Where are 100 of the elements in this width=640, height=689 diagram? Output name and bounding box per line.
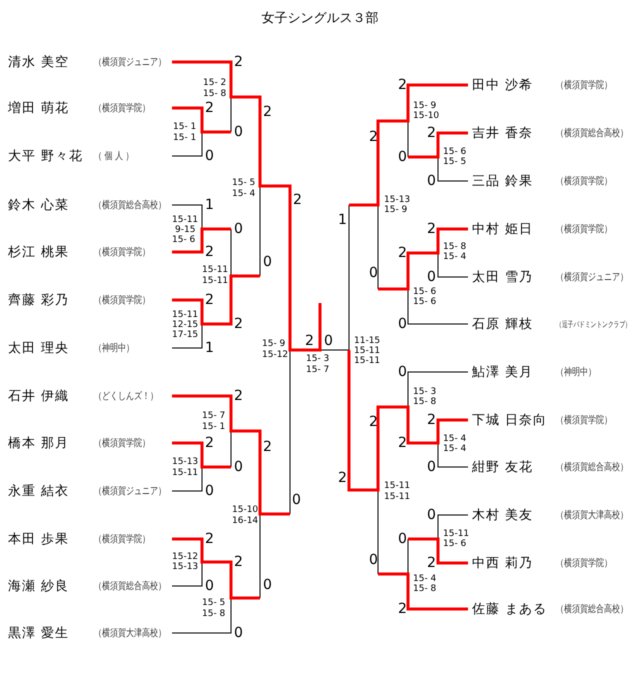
game-score: 15-11: [202, 276, 228, 286]
player-name: 佐藤 まある: [472, 601, 548, 618]
match-score: 2: [427, 413, 436, 427]
club-name: （横須賀大津高校）: [94, 626, 166, 640]
match-score: 2: [427, 126, 436, 140]
club-name: （横須賀学院）: [94, 532, 150, 546]
player-name: 中村 姫日: [472, 221, 534, 238]
match-score: 2: [398, 78, 407, 92]
match-score: 0: [205, 579, 214, 593]
club-name: （横須賀学院）: [94, 246, 150, 259]
match-score: 0: [398, 532, 407, 546]
game-score: 15- 9: [384, 206, 408, 214]
game-score: 15-11: [354, 346, 380, 356]
club-name: （横須賀学院）: [556, 174, 612, 188]
game-score: 15- 2: [203, 78, 226, 88]
club-name: （神明中）: [94, 342, 134, 355]
match-score: 2: [234, 555, 243, 569]
game-score: 15- 6: [413, 288, 436, 296]
match-score: 2: [205, 293, 214, 307]
game-score: 12-15: [172, 320, 198, 330]
game-score: 15-13: [172, 562, 198, 572]
game-score: 15- 4: [232, 190, 256, 198]
game-score: 15-11: [172, 468, 198, 478]
match-score: 2: [398, 246, 407, 260]
game-score: 15-12: [262, 350, 288, 360]
player-name: 清水 美空: [8, 54, 70, 71]
club-name: （神明中）: [556, 366, 596, 379]
club-name: （横須賀総合高校）: [556, 126, 628, 140]
match-score: 2: [234, 389, 243, 403]
game-score: 11-15: [354, 336, 380, 346]
game-score: 15-10: [413, 112, 440, 120]
player-name: 下城 日奈向: [472, 412, 548, 429]
game-score: 15- 4: [413, 574, 436, 584]
match-score: 2: [263, 440, 272, 454]
club-name: （横須賀総合高校）: [556, 602, 628, 616]
game-score: 15-13: [384, 196, 410, 204]
match-score: 0: [234, 222, 243, 236]
game-score: 15- 5: [202, 598, 226, 608]
match-score: 2: [205, 532, 214, 546]
match-score: 2: [234, 317, 243, 331]
match-score: 0: [324, 334, 333, 348]
club-name: （逗子バドミントンクラブ）: [556, 318, 631, 330]
game-score: 15- 5: [232, 178, 256, 188]
game-score: 17-15: [172, 330, 198, 340]
player-name: 太田 雪乃: [472, 269, 534, 286]
match-score: 0: [263, 255, 272, 269]
game-score: 15- 3: [306, 354, 330, 364]
match-score: 0: [234, 460, 243, 474]
game-score: 15- 6: [172, 236, 196, 244]
game-score: 15-10: [232, 506, 258, 514]
club-name: （横須賀学院）: [94, 436, 150, 450]
game-score: 15- 9: [413, 102, 436, 110]
match-score: 0: [427, 460, 436, 474]
player-name: 吉井 香奈: [472, 125, 534, 142]
player-name: 永重 結衣: [8, 483, 70, 500]
game-score: 15-11: [384, 492, 410, 502]
game-score: 15- 7: [202, 412, 226, 420]
match-score: 0: [427, 508, 436, 522]
game-score: 15-11: [384, 482, 410, 490]
player-name: 増田 萌花: [8, 100, 70, 117]
match-score: 2: [305, 334, 314, 348]
match-score: 2: [205, 101, 214, 115]
match-score: 2: [427, 556, 436, 570]
player-name: 鮎澤 美月: [472, 364, 534, 381]
game-score: 15- 6: [413, 298, 436, 306]
game-score: 15- 6: [443, 148, 466, 156]
club-name: （横須賀ジュニア）: [94, 56, 166, 69]
player-name: 石原 輝枝: [472, 316, 534, 333]
player-name: 紺野 友花: [472, 459, 534, 476]
player-name: 本田 歩果: [8, 531, 70, 548]
player-name: 杉江 桃果: [8, 244, 70, 261]
match-score: 2: [338, 471, 347, 485]
game-score: 15- 8: [202, 610, 226, 618]
match-score: 0: [205, 149, 214, 163]
game-score: 9-15: [175, 226, 196, 234]
player-name: 太田 理央: [8, 340, 70, 357]
player-name: 橋本 那月: [8, 435, 70, 452]
match-score: 0: [205, 484, 214, 498]
game-score: 15- 4: [443, 434, 466, 444]
player-name: 海瀬 紗良: [8, 578, 70, 595]
club-name: （横須賀ジュニア）: [94, 484, 166, 498]
match-score: 0: [427, 174, 436, 188]
club-name: （横須賀学院）: [556, 78, 612, 92]
player-name: 木村 美友: [472, 507, 534, 524]
club-name: （横須賀総合高校）: [556, 460, 628, 474]
match-score: 0: [292, 493, 301, 507]
match-score: 1: [205, 341, 214, 355]
game-score: 15- 3: [413, 388, 436, 396]
club-name: （横須賀ジュニア）: [556, 270, 628, 284]
player-name: 田中 沙希: [472, 77, 534, 94]
game-score: 15-11: [443, 530, 470, 538]
club-name: （横須賀学院）: [94, 294, 150, 307]
game-score: 15- 1: [173, 134, 196, 142]
player-name: 中西 莉乃: [472, 555, 534, 572]
game-score: 15-11: [202, 266, 228, 274]
game-score: 15-11: [172, 216, 198, 224]
match-score: 1: [338, 213, 347, 227]
match-score: 2: [369, 415, 378, 429]
game-score: 15- 7: [306, 366, 330, 374]
match-score: 2: [369, 130, 378, 144]
